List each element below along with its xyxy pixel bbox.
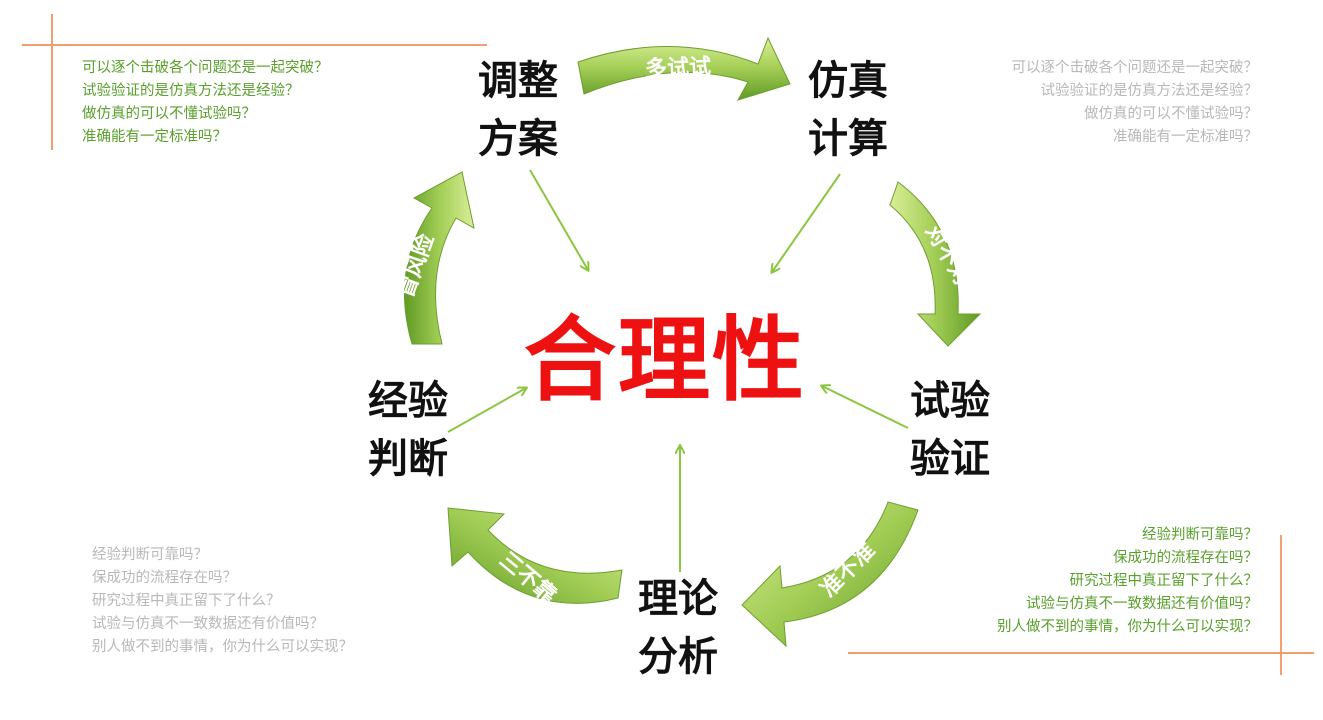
question-item: 研究过程中真正留下了什么？ — [1069, 573, 1259, 589]
question-item: 试验与仿真不一致数据还有价值吗？ — [1026, 596, 1258, 612]
arrow-top-label: 多试试 — [645, 54, 712, 82]
arrow-bottom-right-shape — [741, 501, 919, 648]
node-theory-analysis: 理论 分析 — [638, 570, 718, 686]
question-item: 别人做不到的事情，你为什么可以实现？ — [997, 619, 1258, 635]
question-item: 试验验证的是仿真方法还是经验？ — [1040, 83, 1259, 99]
question-item: 准确能有一定标准吗？ — [1113, 129, 1258, 145]
node-simulation-calc: 仿真 计算 — [808, 52, 888, 168]
node-adjust-plan: 调整 方案 — [478, 52, 558, 168]
question-item: 保成功的流程存在吗？ — [92, 570, 237, 586]
question-item: 试验验证的是仿真方法还是经验？ — [82, 83, 300, 99]
node-test-line2: 验证 — [910, 436, 990, 482]
question-item: 研究过程中真正留下了什么？ — [92, 593, 281, 609]
node-theory-line1: 理论 — [638, 576, 718, 622]
node-experience-judgment: 经验 判断 — [368, 372, 448, 488]
node-simulate-line1: 仿真 — [808, 58, 888, 104]
node-experience-line2: 判断 — [368, 436, 448, 482]
node-experience-line1: 经验 — [368, 378, 448, 424]
connector-test-to-center — [822, 386, 909, 429]
question-item: 做仿真的可以不懂试验吗？ — [82, 106, 256, 122]
node-adjust-line1: 调整 — [478, 58, 558, 104]
connector-simulate-to-center — [772, 173, 841, 272]
node-test-verify: 试验 验证 — [910, 372, 990, 488]
center-rationality: 合理性 — [524, 306, 807, 414]
node-theory-line2: 分析 — [638, 634, 718, 680]
arrow-bottom-left-shape — [447, 507, 623, 604]
corner-line-bottom-right-horizontal — [848, 652, 1314, 654]
questions-bottom-left: 经验判断可靠吗？ 保成功的流程存在吗？ 研究过程中真正留下了什么？ 试验与仿真不… — [92, 544, 353, 659]
corner-line-bottom-right-vertical — [1280, 535, 1282, 675]
connector-experience-to-center — [447, 388, 526, 433]
questions-top-left: 可以逐个击破各个问题还是一起突破？ 试验验证的是仿真方法还是经验？ 做仿真的可以… — [82, 57, 329, 149]
connector-adjust-to-center — [529, 169, 588, 270]
questions-top-right: 可以逐个击破各个问题还是一起突破？ 试验验证的是仿真方法还是经验？ 做仿真的可以… — [1012, 57, 1259, 149]
question-item: 试验与仿真不一致数据还有价值吗？ — [92, 616, 324, 632]
question-item: 经验判断可靠吗？ — [1142, 527, 1258, 543]
question-item: 别人做不到的事情，你为什么可以实现？ — [92, 639, 353, 655]
arrow-left-shape — [404, 171, 475, 345]
arrow-right-shape — [889, 181, 982, 347]
question-item: 可以逐个击破各个问题还是一起突破？ — [1011, 60, 1259, 76]
node-simulate-line2: 计算 — [808, 116, 888, 162]
question-item: 做仿真的可以不懂试验吗？ — [1084, 106, 1258, 122]
question-item: 保成功的流程存在吗？ — [1113, 550, 1258, 566]
question-item: 经验判断可靠吗？ — [92, 547, 208, 563]
node-test-line1: 试验 — [910, 378, 990, 424]
arrow-top-shape — [577, 36, 791, 101]
corner-line-top-left-vertical — [51, 14, 53, 150]
question-item: 可以逐个击破各个问题还是一起突破？ — [82, 60, 329, 76]
question-item: 准确能有一定标准吗？ — [82, 129, 227, 145]
node-adjust-line2: 方案 — [478, 116, 558, 162]
questions-bottom-right: 经验判断可靠吗？ 保成功的流程存在吗？ 研究过程中真正留下了什么？ 试验与仿真不… — [997, 524, 1258, 639]
corner-line-top-left-horizontal — [22, 44, 487, 46]
